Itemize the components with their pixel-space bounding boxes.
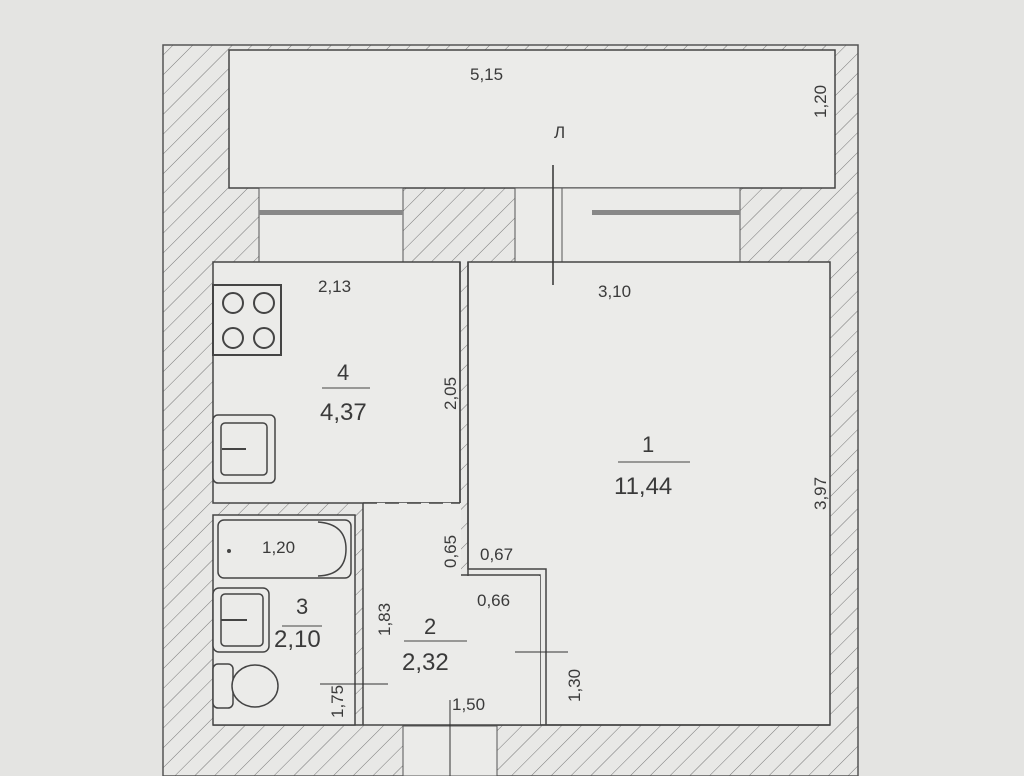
hall-dim-150: 1,50 (452, 695, 485, 714)
loggia (228, 49, 836, 189)
kitchen-number: 4 (337, 360, 349, 385)
loggia-depth: 1,20 (811, 85, 830, 118)
bathroom-number: 3 (296, 594, 308, 619)
loggia-label: Л (554, 123, 565, 142)
kitchen-length: 2,05 (441, 377, 460, 410)
kitchen-sink-icon (212, 414, 276, 484)
washbasin-icon (212, 587, 270, 653)
door-opening-balcony (514, 187, 563, 263)
hall-dim-065: 0,65 (441, 535, 460, 568)
hall-dim-130: 1,30 (565, 669, 584, 702)
room1-width: 3,10 (598, 282, 631, 301)
kitchen-width: 2,13 (318, 277, 351, 296)
toilet-icon (212, 663, 279, 709)
room1-number: 1 (642, 432, 654, 457)
kitchen-area: 4,37 (320, 399, 367, 426)
window-opening-room (561, 187, 741, 263)
room-hall (363, 503, 461, 725)
bathroom-dim-183: 1,83 (375, 603, 394, 636)
stove-icon (212, 284, 282, 356)
room1-length: 3,97 (811, 477, 830, 510)
hall-dim-066: 0,66 (477, 591, 510, 610)
loggia-width: 5,15 (470, 65, 503, 84)
room-hall-2 (461, 576, 540, 725)
bath-length: 1,20 (262, 538, 295, 557)
hall-area: 2,32 (402, 649, 449, 676)
bathroom-dim-175: 1,75 (328, 685, 347, 718)
window-room (592, 210, 740, 215)
bathtub-icon (217, 519, 352, 579)
window-opening-kitchen (258, 187, 404, 263)
window-kitchen (259, 210, 403, 215)
room1-area: 11,44 (614, 473, 672, 500)
bathroom-area: 2,10 (274, 626, 321, 653)
hall-number: 2 (424, 614, 436, 639)
hall-dim-067: 0,67 (480, 545, 513, 564)
